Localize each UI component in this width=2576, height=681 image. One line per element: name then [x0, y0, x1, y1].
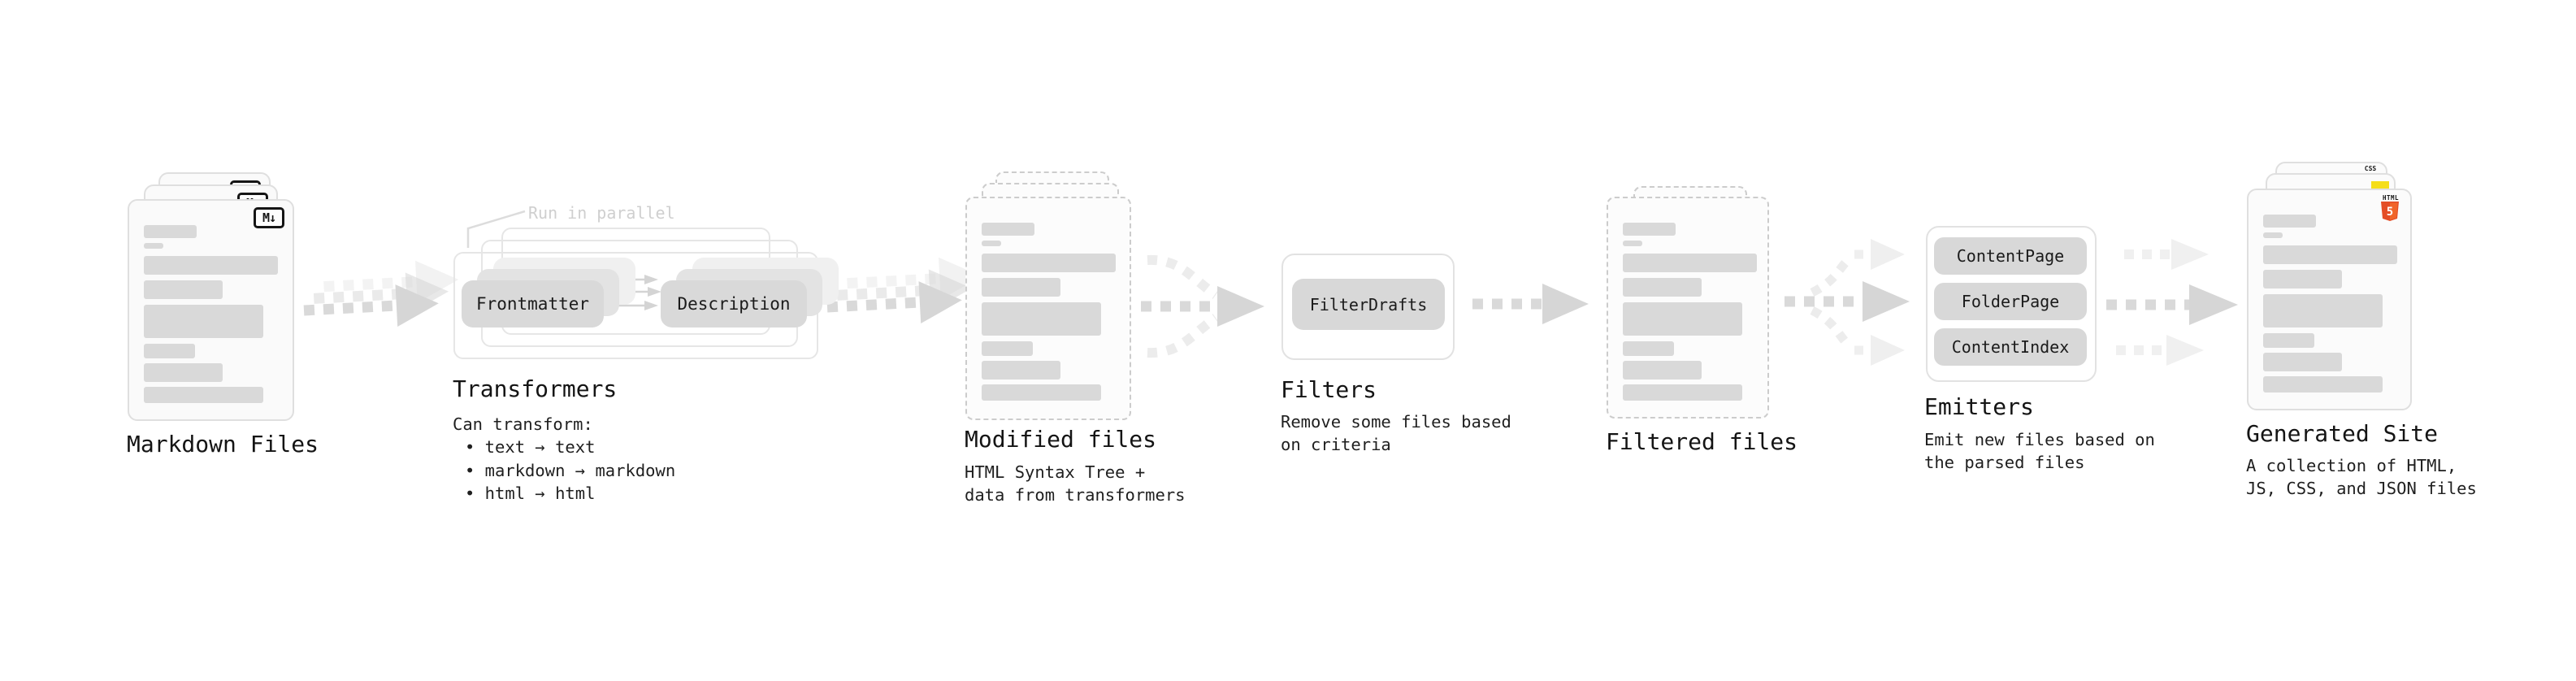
text-line-placeholder	[144, 256, 278, 275]
filter-drafts-pill: FilterDrafts	[1292, 279, 1445, 330]
text-line-placeholder	[144, 243, 163, 249]
transformers-bullet-list: • text → text • markdown → markdown • ht…	[465, 436, 675, 505]
bullet-item: • text → text	[465, 437, 596, 457]
text-line-placeholder	[144, 387, 263, 403]
text-line-placeholder	[982, 223, 1034, 236]
text-line-placeholder	[982, 302, 1101, 336]
text-line-placeholder	[144, 225, 197, 238]
bullet-item: • markdown → markdown	[465, 460, 676, 480]
markdown-icon: M↓	[254, 207, 284, 228]
markdown-files-title: Markdown Files	[127, 431, 319, 458]
markdown-file-card-front: M↓	[128, 199, 294, 421]
filters-subtitle: Remove some files based on criteria	[1281, 412, 1511, 454]
transformer-frontmatter-pill: Frontmatter	[462, 280, 604, 327]
arrow-markdown-to-transformers	[303, 260, 459, 327]
text-line-placeholder	[1623, 361, 1702, 380]
emitter-folderpage-pill: FolderPage	[1934, 283, 2087, 320]
text-line-placeholder	[982, 384, 1101, 401]
emitters-subtitle: Emit new files based on the parsed files	[1924, 430, 2155, 472]
filters-title: Filters	[1281, 376, 1377, 403]
text-line-placeholder	[982, 254, 1116, 272]
text-line-placeholder	[1623, 278, 1702, 297]
text-line-placeholder	[2263, 294, 2383, 327]
svg-text:5: 5	[2387, 206, 2393, 219]
run-in-parallel-label: Run in parallel	[528, 203, 675, 223]
emitters-title: Emitters	[1924, 393, 2034, 420]
arrow-modified-to-filters	[1141, 254, 1264, 358]
text-line-placeholder	[2263, 215, 2316, 228]
text-line-placeholder	[2263, 333, 2314, 348]
emitter-contentindex-pill: ContentIndex	[1934, 328, 2087, 366]
generated-site-title: Generated Site	[2246, 420, 2439, 447]
text-line-placeholder	[144, 363, 223, 382]
text-line-placeholder	[1623, 302, 1742, 336]
text-line-placeholder	[982, 361, 1060, 380]
arrow-filtered-to-emitters	[1785, 239, 1910, 366]
text-line-placeholder	[2263, 245, 2397, 264]
text-line-placeholder	[1623, 241, 1642, 246]
text-line-placeholder	[144, 305, 263, 338]
arrow-transformers-to-modified	[826, 257, 982, 323]
html5-icon-label: HTML	[2382, 194, 2400, 202]
modified-files-subtitle: HTML Syntax Tree + data from transformer…	[965, 462, 1186, 505]
text-line-placeholder	[2263, 353, 2342, 371]
text-line-placeholder	[144, 344, 195, 358]
text-line-placeholder	[2263, 376, 2383, 393]
transformer-description-pill: Description	[661, 280, 807, 327]
generated-site-subtitle: A collection of HTML, JS, CSS, and JSON …	[2246, 456, 2477, 498]
text-line-placeholder	[1623, 341, 1674, 356]
text-line-placeholder	[1623, 254, 1757, 272]
text-line-placeholder	[982, 278, 1060, 297]
text-line-placeholder	[2263, 270, 2342, 288]
transformers-note-heading: Can transform:	[453, 414, 593, 434]
html5-shield: 5	[2381, 202, 2399, 221]
text-line-placeholder	[1623, 384, 1742, 401]
modified-files-title: Modified files	[965, 426, 1157, 453]
arrow-filters-to-filtered	[1472, 284, 1589, 324]
html5-icon: HTML 5	[2381, 194, 2400, 221]
filtered-files-title: Filtered files	[1606, 428, 1798, 455]
modified-file-card-front	[965, 197, 1131, 420]
filtered-file-card-front	[1607, 197, 1769, 419]
text-line-placeholder	[144, 280, 223, 299]
arrow-emitters-to-generated	[2106, 239, 2238, 366]
text-line-placeholder	[982, 241, 1001, 246]
text-line-placeholder	[1623, 223, 1676, 236]
emitter-contentpage-pill: ContentPage	[1934, 237, 2087, 275]
text-line-placeholder	[982, 341, 1033, 356]
transformers-title: Transformers	[453, 375, 618, 402]
generated-html-file-card: HTML 5	[2247, 189, 2412, 410]
bullet-item: • html → html	[465, 484, 596, 503]
css-badge-label: CSS	[2364, 165, 2377, 172]
text-line-placeholder	[2263, 232, 2283, 238]
